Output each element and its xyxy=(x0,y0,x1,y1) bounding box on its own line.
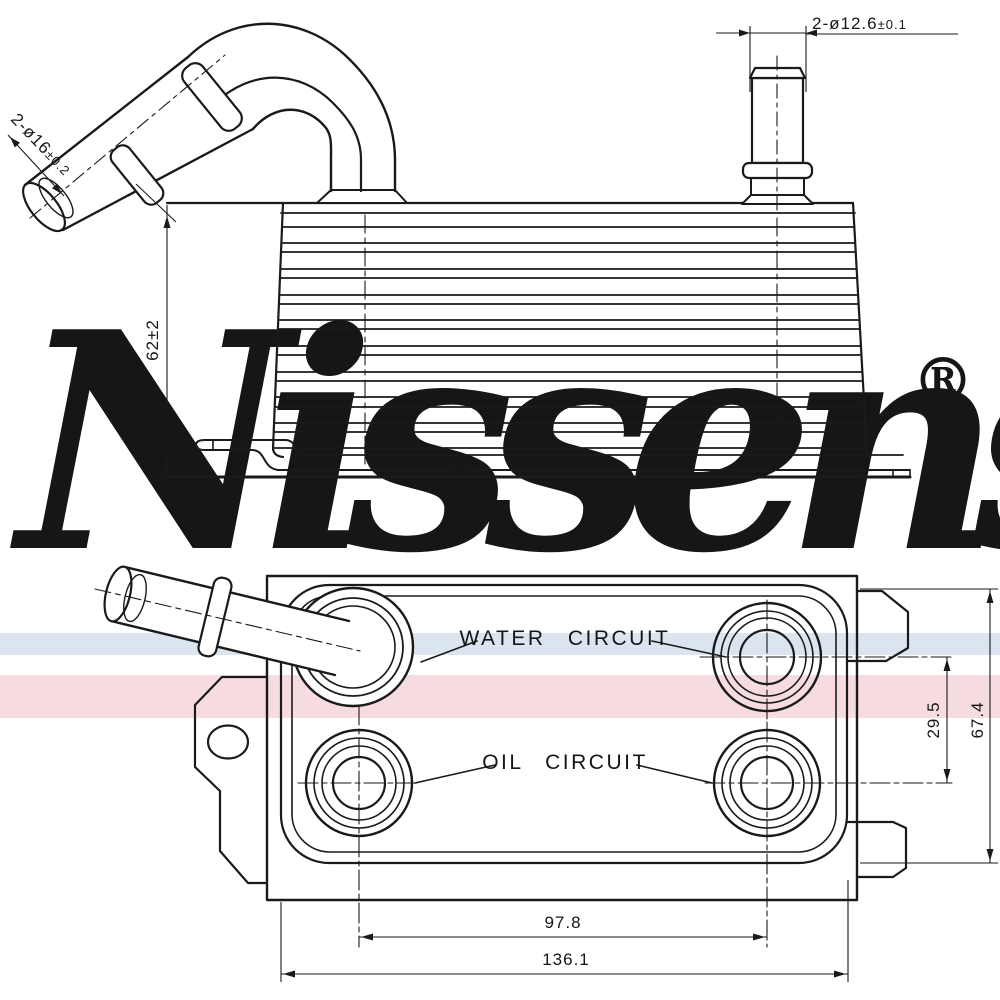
pipe-bead-ring xyxy=(109,144,165,206)
pipe-edges xyxy=(109,565,351,677)
pipe-upper-edge xyxy=(23,55,190,187)
arrow xyxy=(943,659,951,671)
water-circuit-label: WATER CIRCUIT xyxy=(460,627,671,650)
dim-136-1-text: 136.1 xyxy=(542,950,590,969)
dim-line-right-fitting xyxy=(716,32,958,35)
right-tab-bottom xyxy=(845,820,908,879)
pipe-centerline xyxy=(94,588,361,652)
flange-upper-curve xyxy=(284,439,305,457)
dim-ext-67-4 xyxy=(860,588,998,864)
water-pipe-plan xyxy=(94,565,415,708)
arrow xyxy=(10,137,20,148)
core-right-edge xyxy=(851,201,869,457)
bottom-view-plan xyxy=(94,565,953,948)
left-mount-flange xyxy=(195,439,286,451)
dim-height-text: 62±2 xyxy=(143,319,162,361)
arrow xyxy=(806,29,817,37)
dim-67-4-text: 67.4 xyxy=(968,701,987,738)
right-fitting-cap xyxy=(748,66,807,80)
arrow xyxy=(986,591,994,603)
core-plate-stack xyxy=(272,226,868,449)
arrow xyxy=(943,769,951,781)
oil-port-left xyxy=(297,704,421,948)
right-tab-top xyxy=(845,589,910,663)
pink-band xyxy=(0,675,1000,718)
dim-29-5-text: 29.5 xyxy=(924,701,943,738)
pipe-flange-collar xyxy=(181,62,243,132)
cooler-body-outline xyxy=(279,583,849,865)
arrow xyxy=(52,183,62,194)
arrow xyxy=(739,29,750,37)
arrow xyxy=(834,970,846,978)
dim-ext-right-fitting xyxy=(749,26,807,92)
flange-dividers xyxy=(212,439,248,451)
elbow-outer-edge xyxy=(186,22,397,193)
core-left-edge xyxy=(271,201,285,459)
dim-97-8-text: 97.8 xyxy=(544,913,581,932)
cooler-body-inner-outline xyxy=(291,595,837,853)
elbow-middle-contour xyxy=(212,76,363,193)
arrow xyxy=(986,849,994,861)
bottom-view-dimensions: 29.5 67.4 97.8 136.1 xyxy=(280,588,998,982)
dim-ext-height xyxy=(135,183,177,223)
base-plate-end-tabs xyxy=(861,469,911,478)
arrow xyxy=(283,970,295,978)
arrow xyxy=(361,933,373,941)
brand-watermark: Nissens ® xyxy=(9,266,1000,619)
pipe-end-inner-ring xyxy=(38,177,74,219)
elbow-fill xyxy=(188,23,395,196)
oil-port-right xyxy=(704,721,953,948)
backing-plate xyxy=(265,574,859,902)
pipe-lower-edge xyxy=(61,127,255,232)
arrow xyxy=(753,933,765,941)
left-bracket-hole xyxy=(206,724,250,760)
dim-ext-136-1 xyxy=(280,880,849,982)
water-leader-lines xyxy=(420,640,727,663)
flange-lower-curve xyxy=(251,449,279,471)
water-port-right xyxy=(699,599,953,723)
dim-right-fitting-text: 2-ø12.6±0.1 xyxy=(812,14,907,33)
dim-line-left-fitting xyxy=(7,134,65,197)
arrow xyxy=(163,216,171,228)
oil-leader-lines xyxy=(414,764,713,784)
elbow-inner-edge xyxy=(251,108,333,193)
right-fitting xyxy=(741,55,814,216)
left-angled-pipe xyxy=(22,22,408,233)
base-plate-top-edge xyxy=(277,463,911,471)
right-fitting-neck xyxy=(750,177,805,196)
pipe-centerline xyxy=(29,54,226,219)
watermark-text: Nissens xyxy=(9,266,1000,619)
elbow-flare xyxy=(316,189,408,204)
oil-circuit-label: OIL CIRCUIT xyxy=(482,751,648,774)
arrow xyxy=(163,463,171,475)
pipe-fill xyxy=(25,57,253,230)
registered-trademark-icon: ® xyxy=(912,344,974,417)
top-view-side-elevation xyxy=(22,22,912,479)
left-bracket xyxy=(193,675,269,885)
